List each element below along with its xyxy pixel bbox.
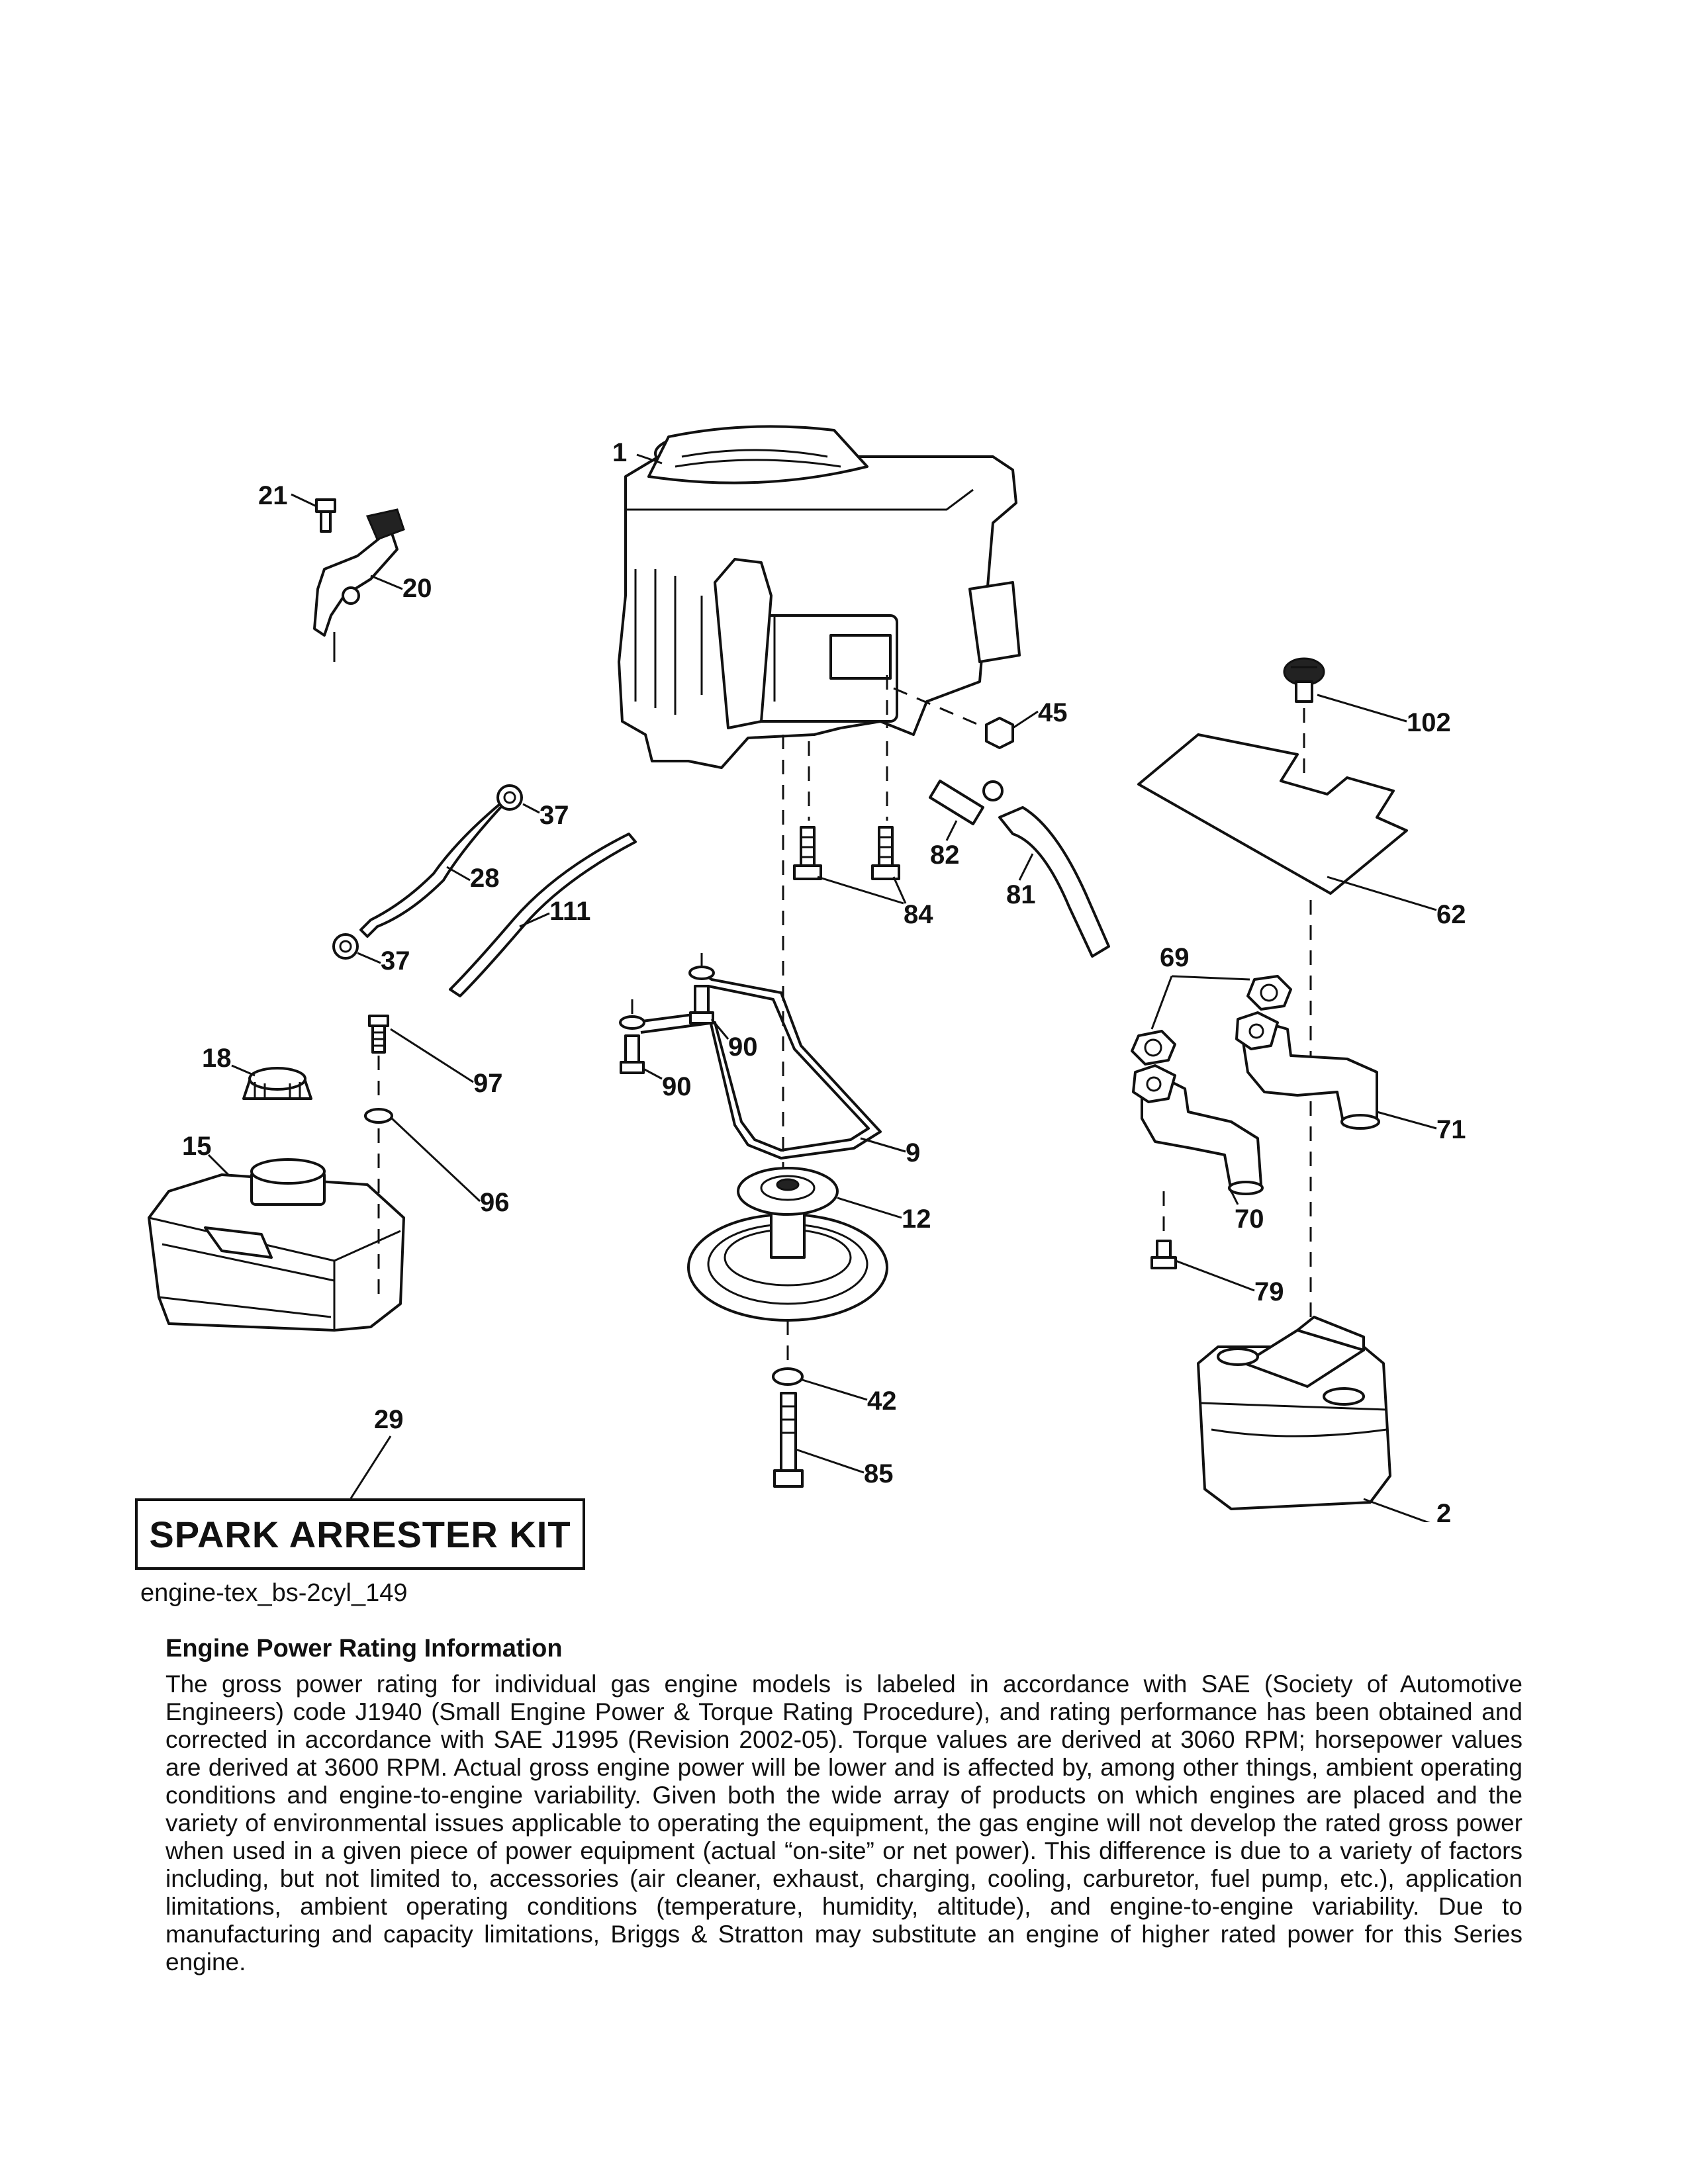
callout-70: 70 bbox=[1235, 1205, 1264, 1234]
callout-97: 97 bbox=[473, 1069, 503, 1098]
callout-45: 45 bbox=[1038, 698, 1068, 727]
callout-90-right: 90 bbox=[728, 1032, 758, 1062]
bolt-79 bbox=[1150, 1240, 1177, 1269]
washer-96 bbox=[364, 1108, 393, 1124]
callout-29: 29 bbox=[374, 1405, 404, 1434]
throttle-control-20 bbox=[313, 508, 405, 662]
callout-79: 79 bbox=[1254, 1277, 1284, 1306]
washer-42 bbox=[772, 1367, 804, 1386]
fuel-line-28 bbox=[359, 796, 511, 938]
callout-81: 81 bbox=[1006, 880, 1036, 909]
engine bbox=[618, 425, 1021, 769]
callout-1: 1 bbox=[612, 438, 627, 467]
callout-102: 102 bbox=[1407, 708, 1451, 737]
bolts-84 bbox=[793, 826, 900, 880]
belt-guide-9 bbox=[632, 972, 882, 1160]
clamps-37 bbox=[332, 784, 523, 960]
callout-21: 21 bbox=[258, 481, 288, 510]
muffler-2 bbox=[1197, 1316, 1391, 1510]
exhaust-pipe-71 bbox=[1235, 1011, 1380, 1130]
callout-111: 111 bbox=[549, 897, 590, 926]
bolt-85 bbox=[773, 1392, 804, 1488]
pulley-12 bbox=[687, 1167, 888, 1322]
knob-102 bbox=[1283, 657, 1325, 703]
callout-12: 12 bbox=[902, 1205, 931, 1234]
callout-18: 18 bbox=[202, 1044, 232, 1073]
callout-90-left: 90 bbox=[662, 1072, 692, 1101]
parts-diagram: 1 45 82 81 84 20 21 bbox=[148, 425, 1466, 1522]
spark-arrester-kit-label: SPARK ARRESTER KIT bbox=[135, 1498, 585, 1570]
callout-37-bottom: 37 bbox=[381, 946, 410, 976]
heat-shield-62 bbox=[1137, 733, 1408, 895]
nut-45 bbox=[985, 717, 1014, 749]
info-title: Engine Power Rating Information bbox=[165, 1635, 563, 1662]
callout-84: 84 bbox=[904, 900, 933, 929]
callout-82: 82 bbox=[930, 841, 960, 870]
callout-85: 85 bbox=[864, 1459, 894, 1488]
fuel-cap-18 bbox=[242, 1067, 312, 1100]
callout-96: 96 bbox=[480, 1188, 510, 1217]
bolts-90 bbox=[619, 953, 715, 1074]
fuel-valve-82 bbox=[929, 780, 1004, 825]
screw-21 bbox=[315, 498, 336, 533]
screw-97 bbox=[368, 1015, 389, 1054]
gaskets-69 bbox=[1131, 975, 1292, 1066]
callout-20: 20 bbox=[402, 574, 432, 603]
callout-71: 71 bbox=[1436, 1115, 1466, 1144]
callout-42: 42 bbox=[867, 1387, 897, 1416]
callout-2: 2 bbox=[1436, 1499, 1451, 1522]
figure-identifier: engine-tex_bs-2cyl_149 bbox=[140, 1579, 408, 1607]
callout-69: 69 bbox=[1160, 943, 1190, 972]
callout-9: 9 bbox=[906, 1138, 920, 1167]
fuel-tank-15 bbox=[148, 1158, 405, 1332]
callout-37-top: 37 bbox=[539, 801, 569, 830]
callout-15: 15 bbox=[182, 1132, 212, 1161]
exhaust-pipe-70 bbox=[1132, 1064, 1264, 1195]
info-body: The gross power rating for individual ga… bbox=[165, 1670, 1523, 1976]
fuel-line-111 bbox=[449, 833, 637, 997]
fuel-hose-81 bbox=[998, 806, 1110, 958]
callout-62: 62 bbox=[1436, 900, 1466, 929]
callout-28: 28 bbox=[470, 864, 500, 893]
